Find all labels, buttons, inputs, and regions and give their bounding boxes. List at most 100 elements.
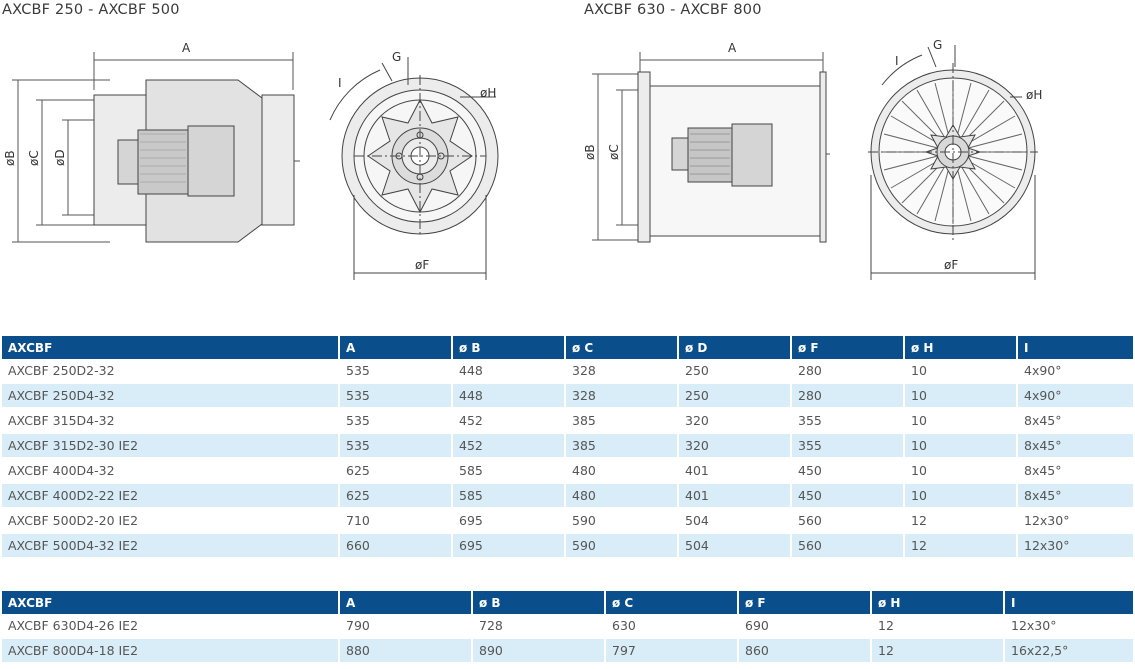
table-cell: 625 bbox=[339, 483, 453, 509]
table-cell: 8x45° bbox=[1017, 408, 1133, 434]
table-cell: 535 bbox=[339, 408, 453, 434]
dim-label-g-large: G bbox=[933, 38, 942, 52]
table-cell: AXCBF 400D2-22 IE2 bbox=[2, 483, 340, 509]
table-cell: 450 bbox=[791, 483, 905, 509]
table-cell: AXCBF 500D2-20 IE2 bbox=[2, 508, 340, 534]
table-cell: 452 bbox=[452, 408, 566, 434]
table-cell: 10 bbox=[904, 359, 1018, 384]
side-view-drawing-large: A øB øC bbox=[583, 41, 830, 243]
table-cell: 250 bbox=[678, 359, 792, 384]
table-cell: 401 bbox=[678, 483, 792, 509]
table-cell: AXCBF 250D2-32 bbox=[2, 359, 340, 384]
table-cell: 12 bbox=[904, 508, 1018, 534]
column-header: ø C bbox=[565, 336, 679, 359]
table-cell: AXCBF 250D4-32 bbox=[2, 383, 340, 409]
table-cell: 660 bbox=[339, 533, 453, 559]
table-cell: 504 bbox=[678, 508, 792, 534]
table-cell: 625 bbox=[339, 458, 453, 484]
table-cell: 12x30° bbox=[1017, 533, 1133, 559]
table-cell: AXCBF 630D4-26 IE2 bbox=[2, 614, 340, 639]
table-cell: 504 bbox=[678, 533, 792, 559]
table-cell: 355 bbox=[791, 433, 905, 459]
table-cell: 8x45° bbox=[1017, 433, 1133, 459]
table-cell: 690 bbox=[738, 614, 872, 639]
table-cell: 320 bbox=[678, 433, 792, 459]
table-cell: AXCBF 315D2-30 IE2 bbox=[2, 433, 340, 459]
dim-label-d: øD bbox=[53, 149, 67, 166]
table-cell: 328 bbox=[565, 359, 679, 384]
dim-label-b: øB bbox=[3, 150, 17, 166]
table-cell: 280 bbox=[791, 359, 905, 384]
table-cell: AXCBF 315D4-32 bbox=[2, 408, 340, 434]
dim-label-f-large: øF bbox=[944, 258, 958, 272]
dim-label-a-large: A bbox=[728, 41, 737, 55]
table-cell: 535 bbox=[339, 383, 453, 409]
table-cell: 585 bbox=[452, 483, 566, 509]
table-cell: 328 bbox=[565, 383, 679, 409]
table-cell: AXCBF 800D4-18 IE2 bbox=[2, 638, 340, 664]
table-cell: 385 bbox=[565, 433, 679, 459]
drawing-title-large: AXCBF 630 - AXCBF 800 bbox=[584, 2, 762, 18]
dim-label-g: G bbox=[392, 50, 401, 64]
table-cell: 695 bbox=[452, 508, 566, 534]
table-cell: 590 bbox=[565, 533, 679, 559]
table-cell: 12x30° bbox=[1004, 614, 1133, 639]
table-cell: 4x90° bbox=[1017, 359, 1133, 384]
table-cell: 448 bbox=[452, 383, 566, 409]
dim-label-a: A bbox=[182, 41, 191, 55]
dim-label-c: øC bbox=[27, 150, 41, 166]
table-cell: 695 bbox=[452, 533, 566, 559]
table-cell: 10 bbox=[904, 383, 1018, 409]
table-cell: 452 bbox=[452, 433, 566, 459]
side-view-drawing-small: A øB øC øD bbox=[3, 41, 300, 243]
table-cell: 401 bbox=[678, 458, 792, 484]
table-cell: 728 bbox=[472, 614, 606, 639]
table-cell: 10 bbox=[904, 458, 1018, 484]
dim-label-i: I bbox=[338, 76, 342, 90]
table-cell: 320 bbox=[678, 408, 792, 434]
table-cell: 890 bbox=[472, 638, 606, 664]
column-header: I bbox=[1004, 591, 1133, 614]
table-cell: 12 bbox=[871, 638, 1005, 664]
table-cell: 480 bbox=[565, 458, 679, 484]
table-cell: 590 bbox=[565, 508, 679, 534]
table-cell: 710 bbox=[339, 508, 453, 534]
dim-label-f: øF bbox=[415, 258, 429, 272]
column-header: ø H bbox=[871, 591, 1005, 614]
table-cell: 12 bbox=[871, 614, 1005, 639]
dim-label-b-large: øB bbox=[583, 144, 597, 160]
column-header: ø H bbox=[904, 336, 1018, 359]
column-header: I bbox=[1017, 336, 1133, 359]
table-cell: 630 bbox=[605, 614, 739, 639]
drawing-title-small: AXCBF 250 - AXCBF 500 bbox=[2, 2, 180, 18]
column-header: ø D bbox=[678, 336, 792, 359]
dim-label-c-large: øC bbox=[607, 144, 621, 160]
table-cell: 560 bbox=[791, 508, 905, 534]
column-header: AXCBF bbox=[2, 591, 340, 614]
table-cell: 10 bbox=[904, 408, 1018, 434]
table-cell: AXCBF 400D4-32 bbox=[2, 458, 340, 484]
table-cell: 797 bbox=[605, 638, 739, 664]
column-header: ø C bbox=[605, 591, 739, 614]
table-cell: 880 bbox=[339, 638, 473, 664]
table-cell: 10 bbox=[904, 433, 1018, 459]
column-header: ø B bbox=[452, 336, 566, 359]
table-cell: 10 bbox=[904, 483, 1018, 509]
front-view-drawing-small: øF G øH I bbox=[329, 50, 499, 280]
table-cell: AXCBF 500D4-32 IE2 bbox=[2, 533, 340, 559]
table-cell: 560 bbox=[791, 533, 905, 559]
table-cell: 860 bbox=[738, 638, 872, 664]
front-view-drawing-large: øF G øH I bbox=[868, 38, 1042, 280]
column-header: AXCBF bbox=[2, 336, 340, 359]
